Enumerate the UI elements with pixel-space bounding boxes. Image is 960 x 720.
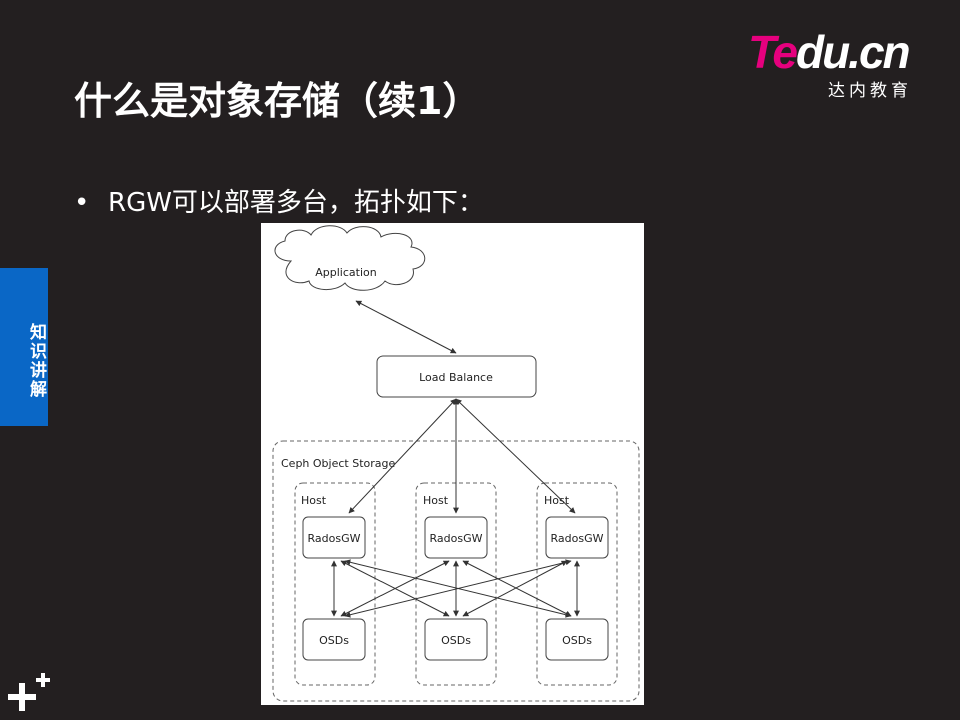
bullet-marker: • [74, 188, 90, 218]
osds-label: OSDs [441, 634, 471, 647]
gateway-osd-mesh [331, 559, 580, 618]
radosgw-label: RadosGW [430, 532, 483, 545]
topology-diagram: Application Load Balance Ceph Object Sto… [261, 223, 644, 705]
load-balance-label: Load Balance [419, 371, 493, 384]
logo-subtitle: 达内教育 [828, 81, 912, 101]
host-label: Host [423, 494, 449, 507]
bullet-item: • RGW可以部署多台，拓扑如下： [74, 182, 484, 219]
tedu-logo: Tedu.cn 达内教育 [748, 26, 928, 101]
application-label: Application [315, 266, 376, 279]
osds-label: OSDs [562, 634, 592, 647]
bullet-text: RGW可以部署多台，拓扑如下： [108, 188, 484, 218]
ceph-storage-label: Ceph Object Storage [281, 457, 395, 470]
slide-title: 什么是对象存储（续1） [74, 79, 481, 123]
load-balance-box [376, 355, 537, 398]
radosgw-label: RadosGW [551, 532, 604, 545]
radosgw-label: RadosGW [308, 532, 361, 545]
section-tab-label: 知识讲解 [26, 323, 46, 399]
section-tab: 知识讲解 [0, 268, 48, 426]
logo-wordmark: Tedu.cn [748, 26, 911, 78]
host-group-1: Host RadosGW OSDs [294, 482, 376, 686]
lb-to-gateway-links [348, 398, 576, 514]
host-label: Host [301, 494, 327, 507]
plus-plus-icon [8, 673, 50, 711]
application-cloud [274, 225, 426, 291]
osds-label: OSDs [319, 634, 349, 647]
